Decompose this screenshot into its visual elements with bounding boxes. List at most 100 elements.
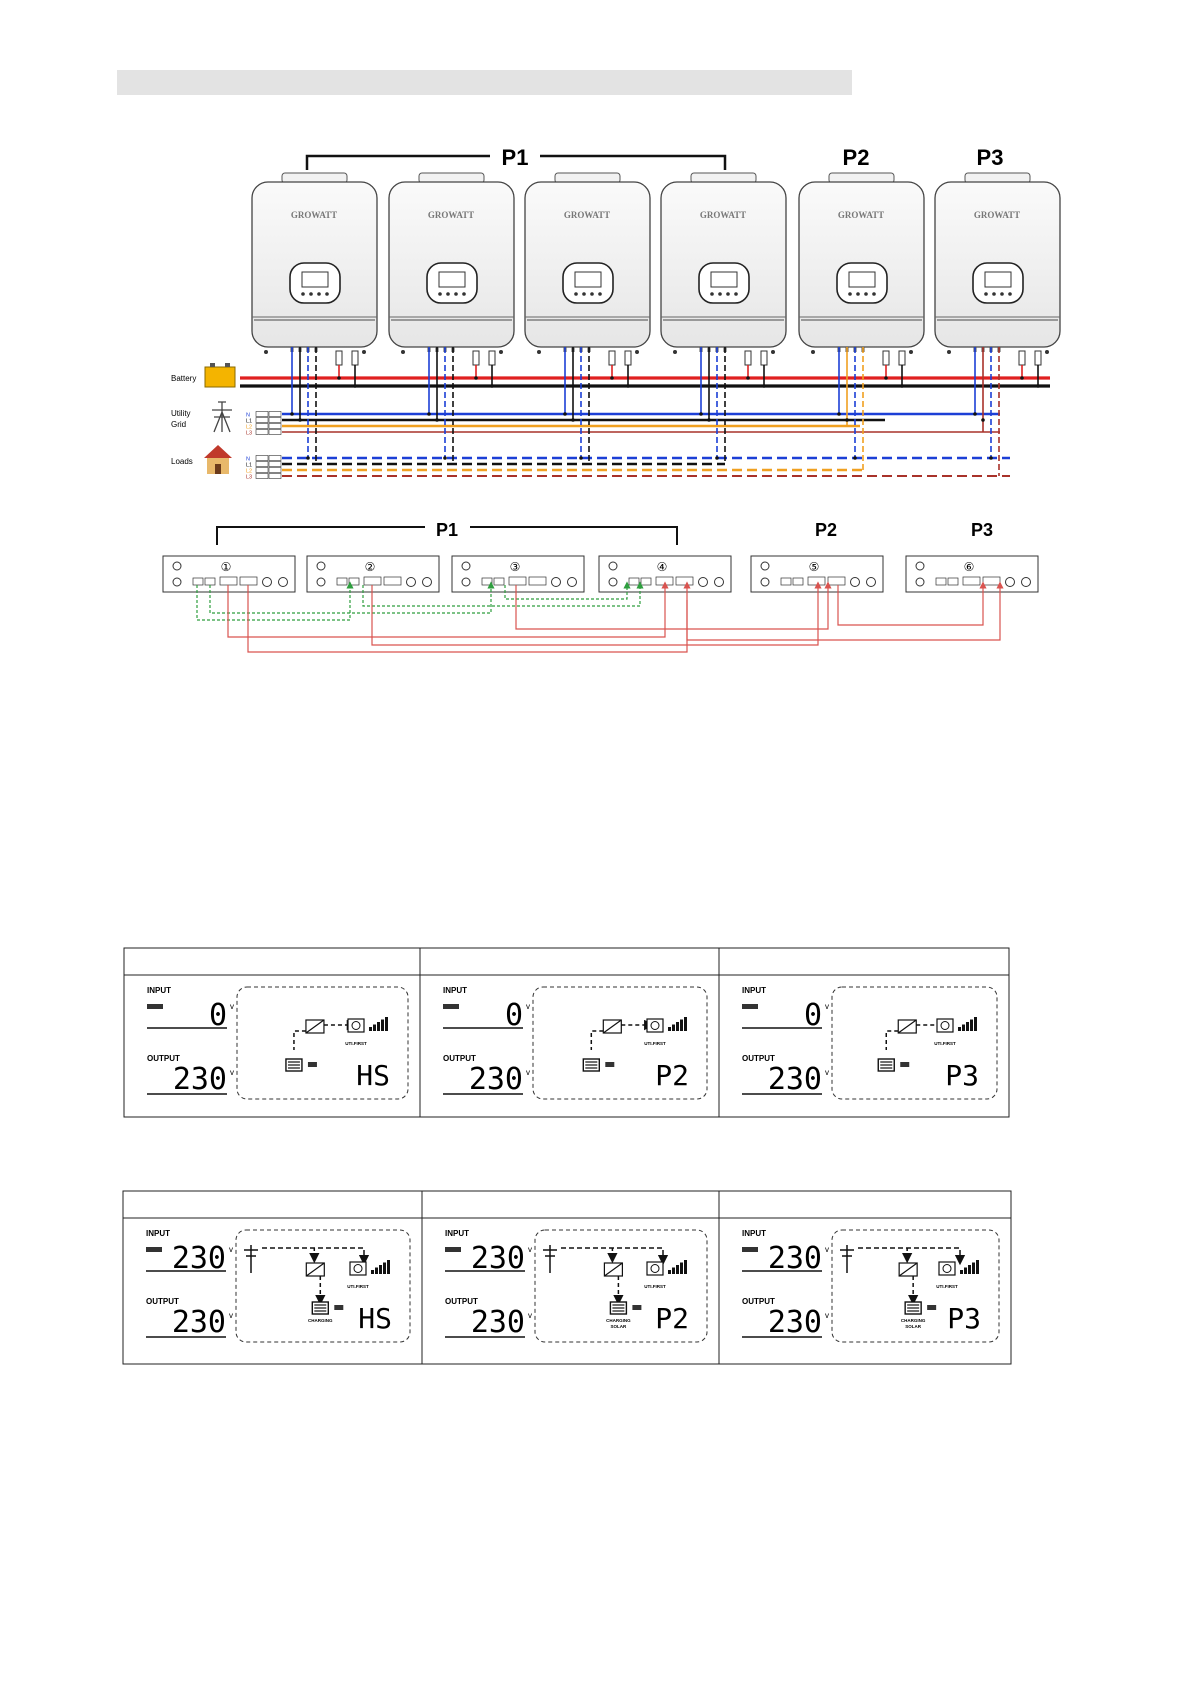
input-label: INPUT (445, 1229, 469, 1238)
parallel-code: P3 (947, 1302, 981, 1335)
mode-label: UTI.FIRST (644, 1041, 666, 1046)
phase-label: L2 (246, 469, 252, 475)
brand-logo: GROWATT (838, 210, 884, 220)
input-unit: v (825, 1002, 829, 1011)
parallel-code: P2 (655, 1059, 689, 1092)
group-label-p1: P1 (502, 145, 529, 170)
input-unit: v (230, 1002, 234, 1011)
mode-label: UTI.FIRST (936, 1284, 958, 1289)
inverter-unit: GROWATT (524, 172, 651, 366)
comm-panel: ③ (451, 555, 585, 593)
battery-icon (204, 363, 236, 388)
output-label: OUTPUT (445, 1297, 478, 1306)
input-label: INPUT (742, 986, 766, 995)
unit-number: ⑤ (809, 560, 820, 574)
unit-number: ② (365, 560, 376, 574)
load-icon (349, 1261, 367, 1276)
utility-label-2: Grid (171, 420, 186, 429)
output-unit: v (229, 1311, 233, 1320)
output-unit: v (526, 1068, 530, 1077)
output-voltage: 230 (471, 1305, 525, 1340)
load-icon (347, 1018, 365, 1033)
inverter-unit: GROWATT (660, 172, 787, 366)
comm-panel: ② (306, 555, 440, 593)
charging-label: CHARGING (308, 1318, 333, 1323)
utility-tower-icon (212, 401, 232, 433)
input-label: INPUT (146, 1229, 170, 1238)
input-voltage: 230 (768, 1241, 822, 1276)
phase-label: N (246, 413, 250, 419)
comm-group-label-p3: P3 (971, 520, 993, 540)
solar-label: SOLAR (611, 1324, 628, 1329)
input-unit: v (528, 1245, 532, 1254)
charging-label: CHARGING (901, 1318, 926, 1323)
output-unit: v (825, 1311, 829, 1320)
comm-panel: ④ (598, 555, 732, 593)
load-icon (936, 1018, 954, 1033)
load-icon (938, 1261, 956, 1276)
comm-group-label-p1: P1 (436, 520, 458, 540)
loads-label: Loads (171, 457, 193, 466)
inverter-wiring: P1 P2 P3 GROWATT GROWATT GROWATT GROWATT GRO… (171, 145, 1061, 481)
house-icon (204, 445, 232, 474)
output-voltage: 230 (768, 1062, 822, 1097)
input-unit: v (229, 1245, 233, 1254)
unit-number: ① (221, 560, 232, 574)
input-unit: v (825, 1245, 829, 1254)
utility-tower-icon (244, 1245, 258, 1273)
unit-number: ④ (657, 560, 668, 574)
output-voltage: 230 (172, 1305, 226, 1340)
utility-tower-icon (840, 1245, 854, 1273)
inverter-unit: GROWATT (798, 172, 925, 366)
input-unit: v (526, 1002, 530, 1011)
output-label: OUTPUT (742, 1297, 775, 1306)
mode-label: UTI.FIRST (345, 1041, 367, 1046)
input-voltage: 0 (505, 998, 523, 1033)
comm-group-label-p2: P2 (815, 520, 837, 540)
solar-label: SOLAR (905, 1324, 922, 1329)
utility-tower-icon (543, 1245, 557, 1273)
brand-logo: GROWATT (428, 210, 474, 220)
input-label: INPUT (443, 986, 467, 995)
parallel-code: P2 (655, 1302, 689, 1335)
comm-panel: ⑥ (905, 555, 1039, 593)
output-voltage: 230 (469, 1062, 523, 1097)
mode-label: UTI.FIRST (644, 1284, 666, 1289)
brand-logo: GROWATT (291, 210, 337, 220)
inverter-unit: GROWATT (251, 172, 378, 366)
brand-logo: GROWATT (564, 210, 610, 220)
group-label-p2: P2 (843, 145, 870, 170)
output-voltage: 230 (173, 1062, 227, 1097)
input-voltage: 0 (804, 998, 822, 1033)
phase-label: L3 (246, 475, 252, 481)
brand-logo: GROWATT (700, 210, 746, 220)
parallel-code: HS (358, 1302, 392, 1335)
battery-label: Battery (171, 374, 196, 383)
output-label: OUTPUT (146, 1297, 179, 1306)
input-label: INPUT (742, 1229, 766, 1238)
parallel-code: HS (356, 1059, 390, 1092)
input-voltage: 0 (209, 998, 227, 1033)
input-voltage: 230 (172, 1241, 226, 1276)
group-label-p3: P3 (977, 145, 1004, 170)
output-voltage: 230 (768, 1305, 822, 1340)
phase-label: L3 (246, 431, 252, 437)
comm-panel: ⑤ (750, 555, 884, 593)
input-label: INPUT (147, 986, 171, 995)
parallel-code: P3 (945, 1059, 979, 1092)
unit-number: ⑥ (964, 560, 975, 574)
load-icon (646, 1261, 664, 1276)
unit-number: ③ (510, 560, 521, 574)
output-unit: v (230, 1068, 234, 1077)
mode-label: UTI.FIRST (934, 1041, 956, 1046)
phase-label: L1 (246, 463, 252, 469)
